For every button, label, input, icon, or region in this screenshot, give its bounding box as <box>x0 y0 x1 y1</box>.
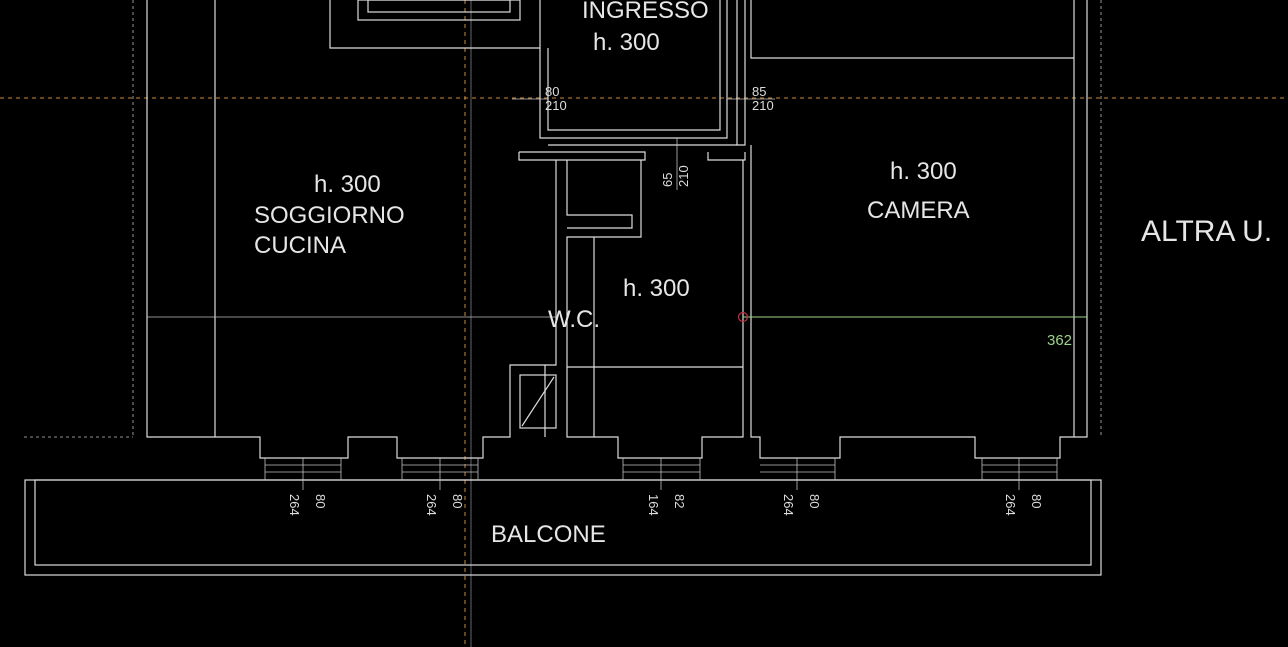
window-1-width: 80 <box>450 494 465 508</box>
room-height-soggiorno: h. 300 <box>314 171 381 198</box>
room-label-soggiorno: SOGGIORNO <box>254 202 405 229</box>
window-0-height: 264 <box>287 494 302 516</box>
room-height-camera: h. 300 <box>890 158 957 185</box>
room-height-ingresso: h. 300 <box>593 29 660 56</box>
window-0-width: 80 <box>313 494 328 508</box>
room-height-wc: h. 300 <box>623 275 690 302</box>
window-2-height: 164 <box>646 494 661 516</box>
window-4-width: 80 <box>1029 494 1044 508</box>
door-height-wc: 210 <box>676 165 691 187</box>
door-height-ingresso-right: 210 <box>752 98 774 113</box>
window-4-height: 264 <box>1003 494 1018 516</box>
door-width-ingresso-right: 85 <box>752 84 766 99</box>
measure-marker-icon <box>737 311 749 323</box>
door-height-ingresso-left: 210 <box>545 98 567 113</box>
window-2-width: 82 <box>672 494 687 508</box>
measure-line[interactable]: 362 <box>737 311 1088 350</box>
walls <box>24 0 1102 576</box>
room-label-ingresso: INGRESSO <box>582 0 709 24</box>
room-label-wc: W.C. <box>548 306 600 333</box>
room-label-camera: CAMERA <box>867 197 970 224</box>
window-3-width: 80 <box>807 494 822 508</box>
window-3-height: 264 <box>781 494 796 516</box>
window-1-height: 264 <box>424 494 439 516</box>
measure-value: 362 <box>1047 332 1072 349</box>
door-width-wc: 65 <box>660 173 675 187</box>
room-label-cucina: CUCINA <box>254 232 346 259</box>
door-width-ingresso-left: 80 <box>545 84 559 99</box>
room-label-altra: ALTRA U. <box>1141 215 1272 248</box>
room-label-balcone: BALCONE <box>491 521 606 548</box>
